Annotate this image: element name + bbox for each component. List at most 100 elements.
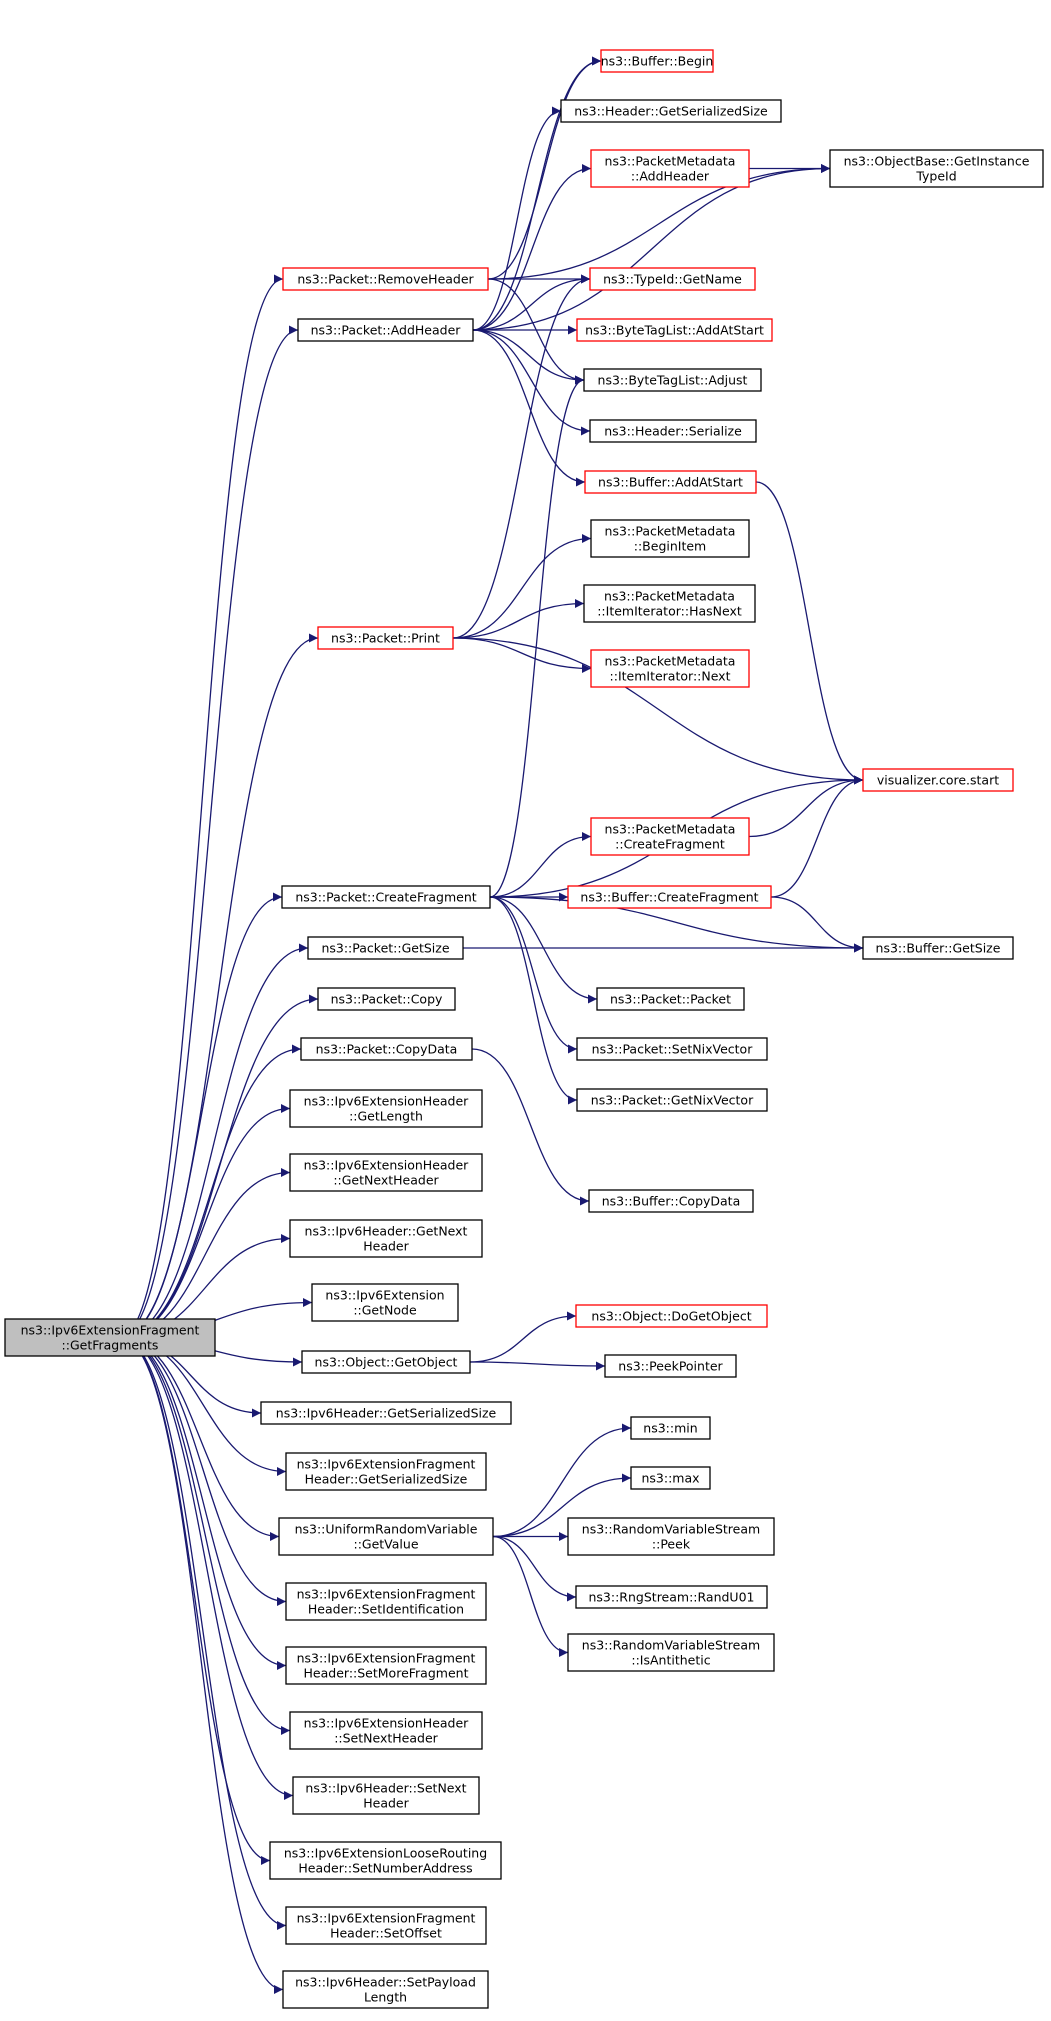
node-ext-get-node[interactable]: ns3::Ipv6Extension::GetNode <box>311 1283 459 1322</box>
node-label: ::AddHeader <box>631 169 710 184</box>
node-label: ns3::Object::DoGetObject <box>591 1309 751 1324</box>
node-pm-add-header[interactable]: ns3::PacketMetadata::AddHeader <box>590 149 750 188</box>
node-obj-do-get-object[interactable]: ns3::Object::DoGetObject <box>575 1304 768 1328</box>
node-box <box>576 318 773 342</box>
edge-line <box>452 599 585 639</box>
edge-line <box>489 832 592 898</box>
node-byte-tag-list-add-at-start[interactable]: ns3::ByteTagList::AddAtStart <box>576 318 773 342</box>
edge-obj-get-object-to-obj-do-get-object <box>469 1311 577 1363</box>
node-label: ns3::max <box>641 1471 699 1486</box>
node-header-get-serialized-size[interactable]: ns3::Header::GetSerializedSize <box>560 99 782 123</box>
node-frag-hdr-set-offset[interactable]: ns3::Ipv6ExtensionFragmentHeader::SetOff… <box>285 1906 487 1945</box>
node-label: ::BeginItem <box>634 539 706 554</box>
node-label: ns3::Ipv6ExtensionHeader <box>304 1158 470 1173</box>
node-buffer-copy-data[interactable]: ns3::Buffer::CopyData <box>588 1189 754 1213</box>
node-label: ns3::PacketMetadata <box>605 822 736 837</box>
edge-line <box>119 1336 287 1670</box>
node-frag-hdr-set-more-fragment[interactable]: ns3::Ipv6ExtensionFragmentHeader::SetMor… <box>285 1646 487 1685</box>
node-rvs-peek[interactable]: ns3::RandomVariableStream::Peek <box>567 1517 775 1556</box>
edge-add-header-to-buffer-begin <box>472 56 602 331</box>
node-min[interactable]: ns3::min <box>630 1416 711 1440</box>
node-pkt-get-nix-vector[interactable]: ns3::Packet::GetNixVector <box>576 1088 768 1112</box>
node-box <box>289 1219 483 1258</box>
edge-root-to-print <box>119 633 319 1339</box>
root-node[interactable]: ns3::Ipv6ExtensionFragment::GetFragments <box>4 1318 216 1357</box>
edge-add-header-to-header-serialize <box>472 329 591 436</box>
node-ext-hdr-get-length[interactable]: ns3::Ipv6ExtensionHeader::GetLength <box>289 1089 483 1128</box>
node-box <box>575 1304 768 1328</box>
node-ext-hdr-get-next-header[interactable]: ns3::Ipv6ExtensionHeader::GetNextHeader <box>289 1153 483 1192</box>
node-pkt-set-nix-vector[interactable]: ns3::Packet::SetNixVector <box>576 1037 768 1061</box>
node-rng-stream-rand-u01[interactable]: ns3::RngStream::RandU01 <box>575 1585 768 1609</box>
edge-add-header-to-buffer-add-at-start <box>472 329 586 487</box>
node-label: ns3::Ipv6ExtensionHeader <box>304 1716 470 1731</box>
node-create-fragment[interactable]: ns3::Packet::CreateFragment <box>281 885 491 909</box>
node-pm-item-iterator-has-next[interactable]: ns3::PacketMetadata::ItemIterator::HasNe… <box>583 584 756 623</box>
node-box <box>589 419 757 443</box>
edge-line <box>452 637 592 673</box>
node-pkt-copy[interactable]: ns3::Packet::Copy <box>317 987 456 1011</box>
node-label: ns3::UniformRandomVariable <box>295 1522 478 1537</box>
node-print[interactable]: ns3::Packet::Print <box>317 626 454 650</box>
node-obj-get-object[interactable]: ns3::Object::GetObject <box>301 1350 471 1374</box>
node-pm-item-iterator-next[interactable]: ns3::PacketMetadata::ItemIterator::Next <box>590 649 750 688</box>
edge-line <box>119 633 319 1339</box>
node-visualizer-core-start[interactable]: visualizer.core.start <box>862 768 1014 792</box>
node-pkt-get-size[interactable]: ns3::Packet::GetSize <box>307 936 464 960</box>
node-label: ns3::ObjectBase::GetInstance <box>844 154 1030 169</box>
node-pm-create-fragment[interactable]: ns3::PacketMetadata::CreateFragment <box>590 817 750 856</box>
node-ext-hdr-set-next-header[interactable]: ns3::Ipv6ExtensionHeader::SetNextHeader <box>289 1711 483 1750</box>
edge-print-to-pm-begin-item <box>452 534 592 639</box>
node-type-id-get-name[interactable]: ns3::TypeId::GetName <box>589 267 756 291</box>
node-pkt-copy-data[interactable]: ns3::Packet::CopyData <box>300 1037 473 1061</box>
edge-line <box>119 943 309 1339</box>
node-box <box>560 99 782 123</box>
node-buffer-begin[interactable]: ns3::Buffer::Begin <box>600 49 714 73</box>
edge-root-to-ipv6-hdr-set-payload-length <box>119 1336 284 1994</box>
node-rvs-is-antithetic[interactable]: ns3::RandomVariableStream::IsAntithetic <box>567 1633 775 1672</box>
node-box <box>311 1283 459 1322</box>
node-max[interactable]: ns3::max <box>630 1466 711 1490</box>
edge-root-to-remove-header <box>119 274 284 1339</box>
node-ipv6-hdr-set-next-header[interactable]: ns3::Ipv6Header::SetNextHeader <box>292 1776 480 1815</box>
edge-pm-create-fragment-to-visualizer-core-start <box>748 775 864 838</box>
node-frag-hdr-get-serialized-size[interactable]: ns3::Ipv6ExtensionFragmentHeader::GetSer… <box>285 1452 487 1491</box>
edge-root-to-create-fragment <box>119 892 283 1339</box>
edge-root-to-pkt-get-size <box>119 943 309 1339</box>
edge-line <box>119 892 283 1339</box>
node-peek-pointer[interactable]: ns3::PeekPointer <box>604 1354 737 1378</box>
node-uniform-get-value[interactable]: ns3::UniformRandomVariable::GetValue <box>278 1517 494 1556</box>
edge-print-to-type-id-get-name <box>452 274 591 639</box>
node-ipv6-hdr-get-next-header[interactable]: ns3::Ipv6Header::GetNextHeader <box>289 1219 483 1258</box>
node-buffer-get-size[interactable]: ns3::Buffer::GetSize <box>862 936 1014 960</box>
node-byte-tag-list-adjust[interactable]: ns3::ByteTagList::Adjust <box>583 368 762 392</box>
node-label: ns3::Buffer::CopyData <box>602 1194 741 1209</box>
node-box <box>590 649 750 688</box>
node-label: ns3::Buffer::AddAtStart <box>598 475 743 490</box>
node-ipv6-hdr-get-serialized-size[interactable]: ns3::Ipv6Header::GetSerializedSize <box>260 1401 512 1425</box>
edge-add-header-to-type-id-get-name <box>472 274 591 331</box>
edge-line <box>472 164 592 331</box>
node-label: ::GetValue <box>353 1537 418 1552</box>
edge-line <box>119 1336 271 1865</box>
node-label: ns3::PacketMetadata <box>604 589 735 604</box>
node-buffer-create-fragment[interactable]: ns3::Buffer::CreateFragment <box>567 885 772 909</box>
edge-root-to-ipv6-hdr-set-next-header <box>119 1336 294 1800</box>
edge-line <box>472 106 562 331</box>
node-remove-header[interactable]: ns3::Packet::RemoveHeader <box>282 267 489 291</box>
node-loose-routing-set-number-address[interactable]: ns3::Ipv6ExtensionLooseRoutingHeader::Se… <box>269 1841 502 1880</box>
edge-line <box>748 775 864 838</box>
node-box <box>289 1089 483 1128</box>
node-box <box>317 626 454 650</box>
node-pkt-packet[interactable]: ns3::Packet::Packet <box>596 987 745 1011</box>
node-header-serialize[interactable]: ns3::Header::Serialize <box>589 419 757 443</box>
edge-uniform-get-value-to-max <box>492 1473 632 1538</box>
node-box <box>590 149 750 188</box>
node-pm-begin-item[interactable]: ns3::PacketMetadata::BeginItem <box>590 519 750 558</box>
node-buffer-add-at-start[interactable]: ns3::Buffer::AddAtStart <box>584 470 757 494</box>
node-add-header[interactable]: ns3::Packet::AddHeader <box>297 318 474 342</box>
node-label: ns3::PacketMetadata <box>605 524 736 539</box>
node-frag-hdr-set-identification[interactable]: ns3::Ipv6ExtensionFragmentHeader::SetIde… <box>285 1582 487 1621</box>
